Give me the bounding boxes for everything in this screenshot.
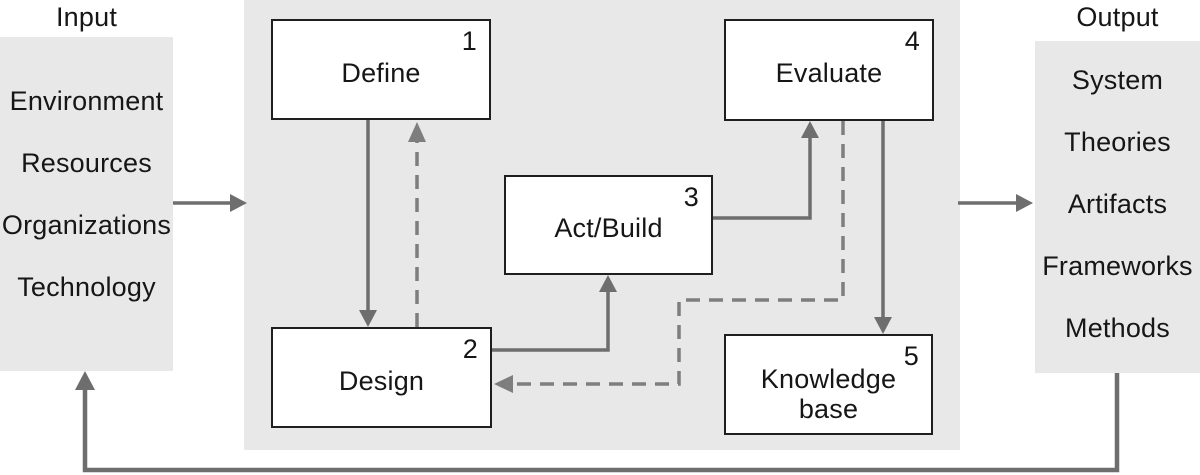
box-label-evaluate: Evaluate [775,58,883,88]
arrow-evaluate-to-design-dashed [494,121,845,393]
arrow-evaluate-to-knowledge-base [874,121,892,334]
output-panel-title: Output [1076,2,1159,32]
input-item-organizations: Organizations [1,210,172,240]
arrow-input-to-process [173,194,247,212]
input-item-technology: Technology [17,272,156,302]
input-item-environment: Environment [9,86,164,116]
process-box-act-build: 3 Act/Build [504,175,713,275]
box-label-design: Design [338,365,425,396]
output-item-methods: Methods [1065,313,1170,343]
process-box-evaluate: 4 Evaluate [724,19,934,121]
input-panel-title: Input [55,2,118,32]
box-number-1: 1 [461,26,477,56]
output-item-system: System [1071,65,1164,95]
box-number-4: 4 [904,26,920,56]
process-box-knowledge-base: 5 Knowledge base [724,334,933,435]
box-number-3: 3 [683,182,699,212]
input-panel: Environment Resources Organizations Tech… [0,37,173,371]
output-item-frameworks: Frameworks [1042,251,1193,281]
output-item-artifacts: Artifacts [1067,189,1168,219]
arrow-design-to-define-dashed [408,122,426,327]
arrow-output-to-input-feedback [75,371,1120,473]
output-item-theories: Theories [1064,127,1171,157]
process-box-define: 1 Define [271,19,491,120]
process-box-design: 2 Design [271,327,492,428]
box-label-define: Define [341,57,421,88]
input-item-resources: Resources [21,148,152,178]
output-panel: System Theories Artifacts Frameworks Met… [1035,41,1200,373]
arrow-design-to-actbuild [492,275,617,352]
box-label-act-build: Act/Build [554,213,663,243]
arrow-process-to-output [958,194,1033,212]
arrow-define-to-design [359,120,377,327]
box-label-knowledge-base: Knowledge base [760,364,897,424]
box-number-2: 2 [462,334,478,364]
arrow-actbuild-to-evaluate [713,121,819,220]
box-number-5: 5 [903,341,919,371]
